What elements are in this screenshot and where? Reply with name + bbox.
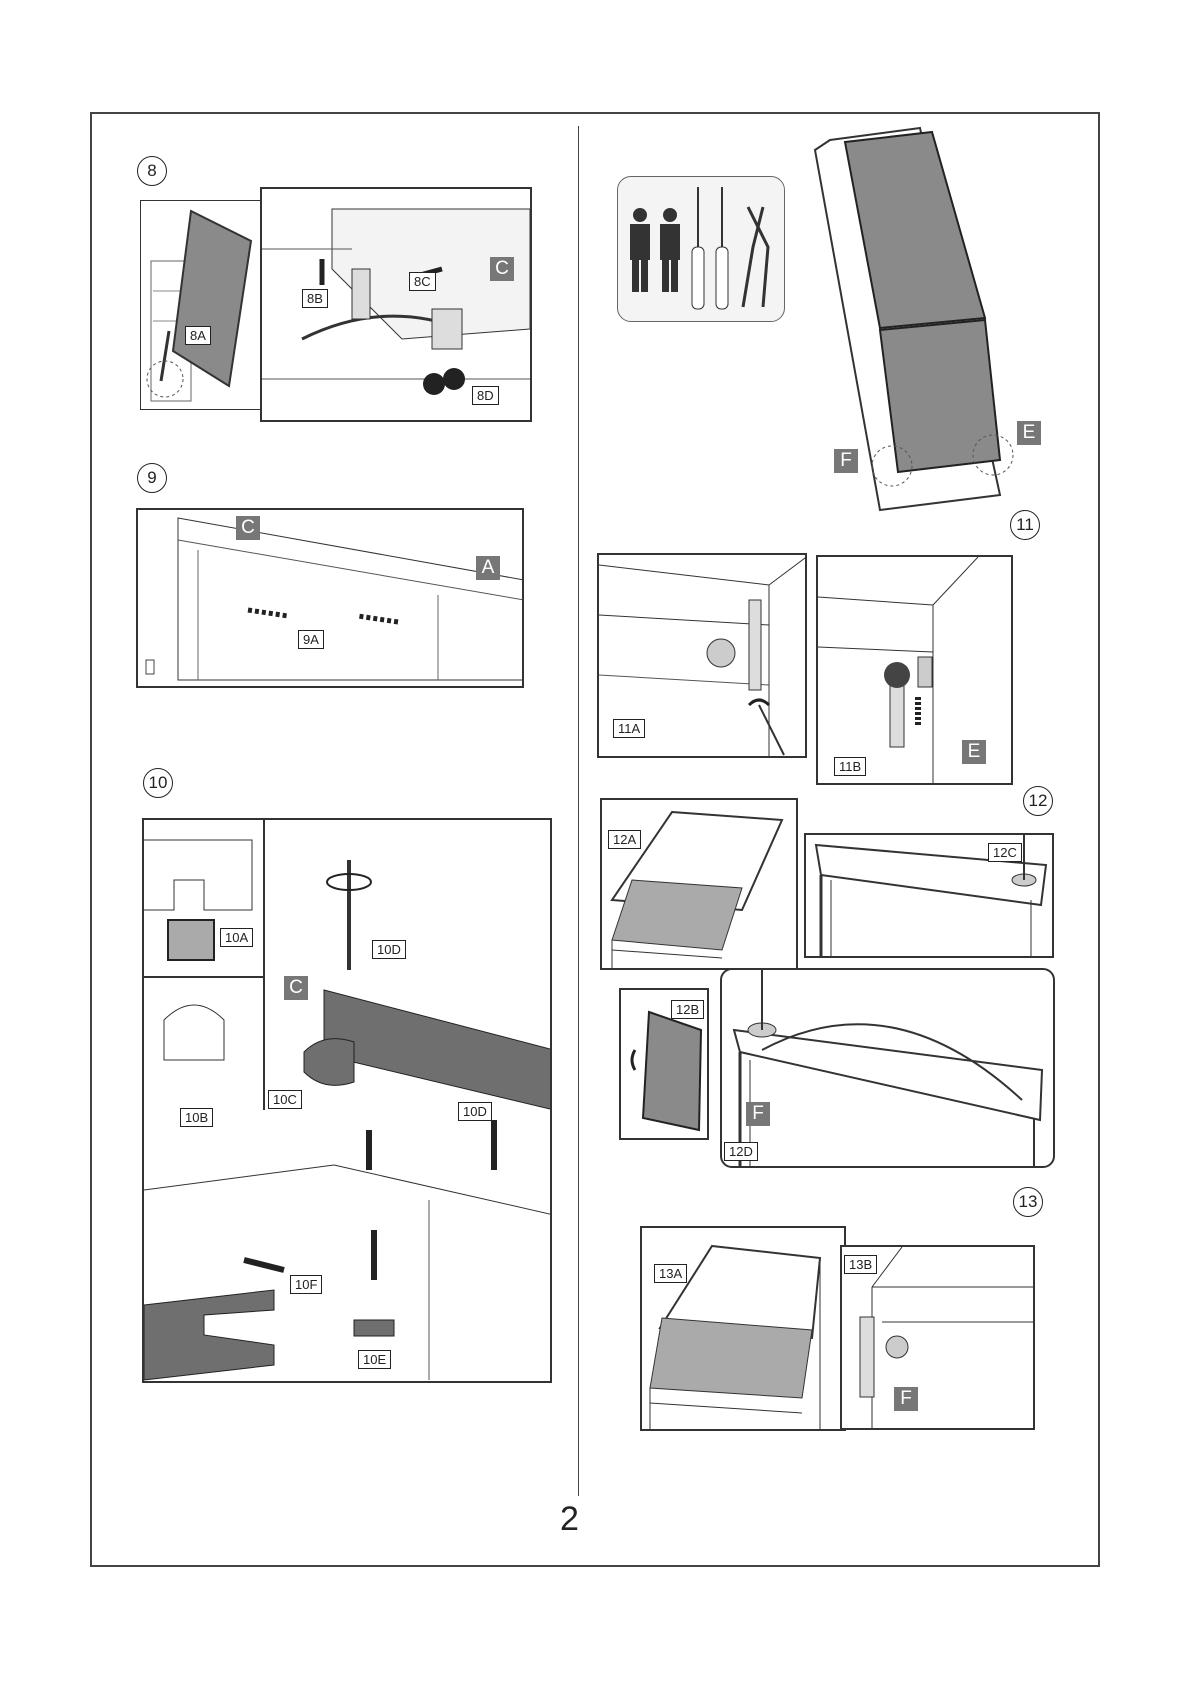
tag-13b: 13B <box>844 1255 877 1274</box>
pliers-icon <box>743 207 768 307</box>
page-number: 2 <box>560 1500 579 1539</box>
step-10-number: 10 <box>143 768 173 798</box>
door-mount-drawing <box>722 970 1055 1168</box>
hinge-label-e: E <box>1017 421 1041 445</box>
step-11-number: 11 <box>1010 510 1040 540</box>
tag-11b: 11B <box>834 757 866 776</box>
tag-12c: 12C <box>988 843 1022 862</box>
step-13a-panel: 13A <box>640 1226 846 1431</box>
door-lift-drawing <box>141 201 262 410</box>
hinge-label-f: F <box>894 1387 918 1411</box>
hinge-label-f: F <box>746 1102 770 1126</box>
hinge-label-c: C <box>490 257 514 281</box>
step-9-panel: 9A C A <box>136 508 524 688</box>
tag-12b: 12B <box>671 1000 704 1019</box>
hinge-label-c: C <box>284 976 308 1000</box>
tag-13a: 13A <box>654 1264 687 1283</box>
tag-9a: 9A <box>298 630 324 649</box>
step-13b-panel: 13B F <box>840 1245 1035 1430</box>
door-top-drawing <box>602 800 798 970</box>
step-9-number: 9 <box>137 463 167 493</box>
step-11a-panel: 11A <box>597 553 807 758</box>
tag-10d: 10D <box>372 940 406 959</box>
hinge-label-a: A <box>476 556 500 580</box>
bottom-hinge-drawing <box>842 1247 1035 1430</box>
tag-8d: 8D <box>472 386 499 405</box>
tools-required-box <box>617 176 785 322</box>
tag-10c: 10C <box>268 1090 302 1109</box>
tag-10d: 10D <box>458 1102 492 1121</box>
phillips-screwdriver-icon <box>716 187 728 309</box>
hinge-label-f: F <box>834 449 858 473</box>
flat-screwdriver-icon <box>692 187 704 309</box>
step-8-detail-panel: 8B 8C 8D C <box>260 187 532 422</box>
tag-8b: 8B <box>302 289 328 308</box>
tag-10f: 10F <box>290 1275 322 1294</box>
step-11b-panel: 11B E <box>816 555 1013 785</box>
hinge-label-e: E <box>962 740 986 764</box>
tag-8a: 8A <box>185 326 211 345</box>
two-persons-icon <box>630 208 680 292</box>
step-12d-panel: F 12D <box>720 968 1055 1168</box>
step-8a-illustration: 8A <box>140 200 262 410</box>
tag-12d: 12D <box>724 1142 758 1161</box>
top-cover-drawing <box>138 510 524 688</box>
tag-12a: 12A <box>608 830 641 849</box>
step-12c-panel: 12C <box>804 833 1054 958</box>
tag-10a: 10A <box>220 928 253 947</box>
tools-drawing <box>618 177 786 323</box>
step-13-number: 13 <box>1013 1187 1043 1217</box>
tag-10b: 10B <box>180 1108 213 1127</box>
fridge-top-drawing <box>642 1228 846 1431</box>
column-divider <box>578 126 579 1496</box>
tag-11a: 11A <box>613 719 645 738</box>
step-8-number: 8 <box>137 156 167 186</box>
step-12-number: 12 <box>1023 786 1053 816</box>
tag-10e: 10E <box>358 1350 391 1369</box>
hinge-label-c: C <box>236 516 260 540</box>
step-12b-panel: 12B <box>619 988 709 1140</box>
step-12a-panel: 12A <box>600 798 798 970</box>
tag-8c: 8C <box>409 272 436 291</box>
step-10-panel: 10A 10B 10C 10D 10D 10E 10F C <box>142 818 552 1383</box>
